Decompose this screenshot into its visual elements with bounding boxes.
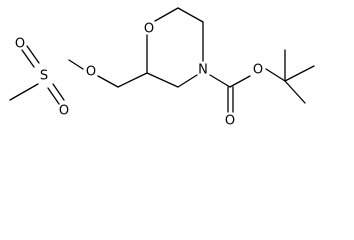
bond-n-c-ring-bottom (177, 74, 198, 88)
bond-s-methyl (9, 83, 39, 101)
atom-label-ester-oxygen-boc: O (253, 63, 263, 78)
atom-label-ring-oxygen: O (144, 22, 154, 37)
atom-label-ring-nitrogen: N (198, 63, 208, 78)
chemical-structure-diagram: O N O S O O O O (9, 7, 315, 129)
bond-s-o-lower-a (47, 87, 60, 105)
atom-label-carbonyl-oxygen: O (225, 114, 235, 129)
bond-ring-ch2 (117, 72, 148, 88)
bond-c-c-ring-right-top (177, 7, 204, 23)
bond-s-o-upper-b (26, 45, 40, 64)
bond-ch2-o (97, 75, 119, 88)
bond-tbu-methyl-down (284, 80, 306, 104)
bonds (9, 7, 315, 113)
bond-o-c-ring-top (154, 7, 179, 22)
bond-o-quaternary-c (265, 68, 286, 82)
bond-s-o-lower-b (52, 83, 65, 101)
bond-s-o-upper-a (21, 49, 35, 68)
bond-c-o-ester (229, 75, 251, 88)
atom-labels: O N O S O O O O (15, 22, 263, 129)
bond-o-s (68, 59, 84, 70)
bond-tbu-methyl-right (284, 65, 315, 82)
atom-label-sulfonyl-oxygen-lower: O (59, 104, 69, 119)
atom-label-sulfur: S (40, 69, 48, 84)
bond-c-c-ring-left-bottom (146, 72, 179, 88)
bond-n-carbonyl-c (209, 74, 231, 88)
atom-label-sulfonyl-oxygen-upper: O (15, 37, 25, 52)
atom-label-ester-oxygen-ms: O (86, 65, 96, 80)
